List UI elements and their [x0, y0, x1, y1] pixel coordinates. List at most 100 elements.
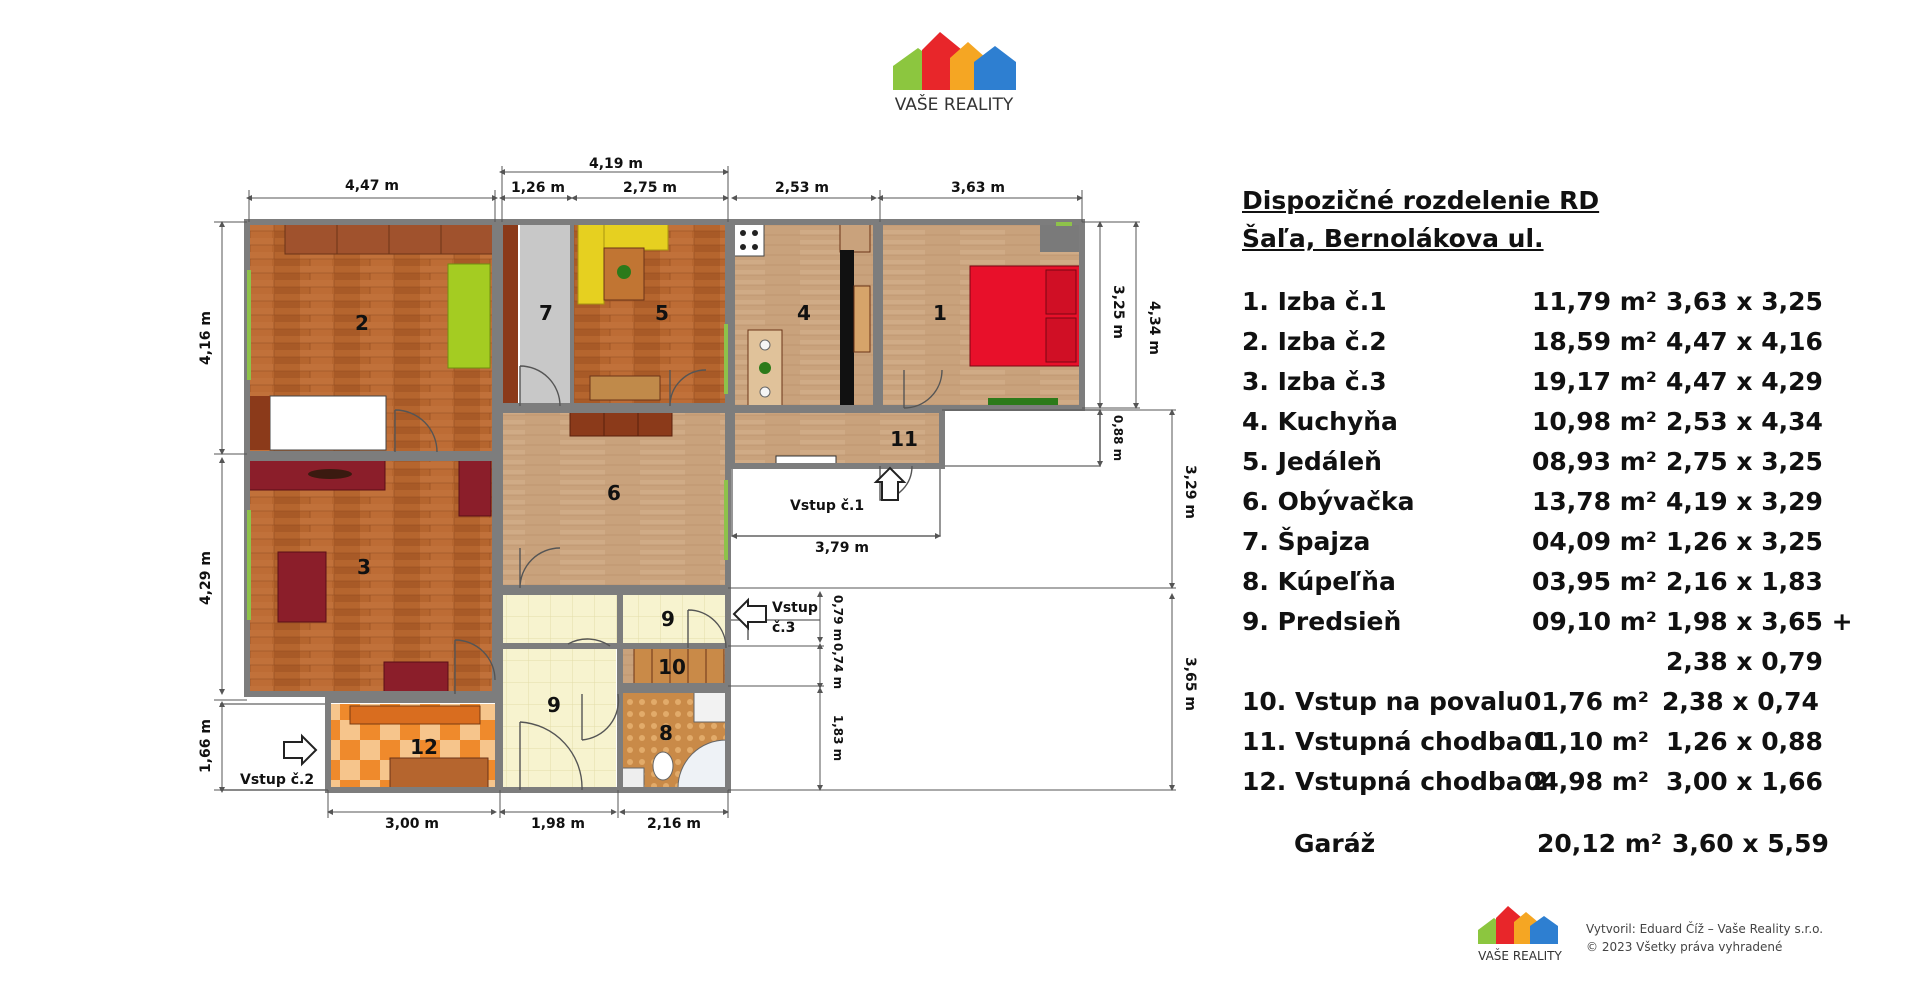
side-table-5	[589, 375, 661, 401]
dim-right-434: 4,34 m	[1146, 301, 1162, 355]
dim-right-365: 3,65 m	[1182, 657, 1198, 711]
room-label-2: 2	[355, 311, 369, 335]
kitchen-counter	[840, 250, 854, 406]
desk-3	[277, 551, 327, 623]
legend-row-label: 8. Kúpeľňa	[1242, 567, 1396, 596]
dim-top-126: 1,26 m	[511, 180, 565, 196]
room-label-4: 4	[797, 301, 811, 325]
legend-row-area: 01,76 m²	[1524, 687, 1649, 716]
dim-top-275: 2,75 m	[623, 180, 677, 196]
dim-right-329: 3,29 m	[1182, 465, 1198, 519]
legend-row-area: 08,93 m²	[1532, 447, 1657, 476]
legend-row-dims: 3,63 x 3,25	[1666, 287, 1823, 316]
legend-row-label: 1. Izba č.1	[1242, 287, 1387, 316]
room-6-floor	[500, 410, 728, 588]
legend-row-label: 4. Kuchyňa	[1242, 407, 1398, 436]
bench-12	[349, 705, 481, 725]
legend-row-dims: 1,26 x 0,88	[1666, 727, 1823, 756]
tv-unit-6	[569, 409, 673, 437]
legend-row-label: 11. Vstupná chodba 1	[1242, 727, 1549, 756]
entry-2-arrow	[283, 733, 318, 767]
dim-top-447: 4,47 m	[345, 178, 399, 194]
entry-3-arrow	[732, 597, 767, 631]
dim-right-325: 3,25 m	[1110, 285, 1126, 339]
legend-row-label: 12. Vstupná chodba 2	[1242, 767, 1549, 796]
room-label-1: 1	[933, 301, 947, 325]
legend-row-area: 04,98 m²	[1524, 767, 1649, 796]
doors	[394, 365, 943, 791]
legend-row-area: 18,59 m²	[1532, 327, 1657, 356]
legend-row-label: 6. Obývačka	[1242, 487, 1415, 516]
brand-logo-small: VAŠE REALITY	[1478, 906, 1563, 963]
nightstand-1	[1040, 224, 1080, 252]
room-9b-floor	[500, 592, 728, 646]
rack-12	[389, 757, 489, 789]
legend-row-area: 01,10 m²	[1524, 727, 1649, 756]
legend-row-area: 19,17 m²	[1532, 367, 1657, 396]
legend-row-label: 3. Izba č.3	[1242, 367, 1387, 396]
legend-row-label: 2. Izba č.2	[1242, 327, 1387, 356]
room-label-9b: 9	[661, 607, 675, 631]
brand-logo-text: VAŠE REALITY	[895, 93, 1014, 115]
brand-logo-small-text: VAŠE REALITY	[1478, 948, 1562, 963]
legend-row-label: Garáž	[1294, 829, 1376, 858]
legend-row-area: 11,79 m²	[1532, 287, 1657, 316]
entry-2-label: Vstup č.2	[240, 772, 314, 788]
legend-row-area: 04,09 m²	[1532, 527, 1657, 556]
dim-top-253: 2,53 m	[775, 180, 829, 196]
legend-row-dims: 1,26 x 3,25	[1666, 527, 1823, 556]
legend-row-dims: 1,98 x 3,65 +	[1666, 607, 1853, 636]
entry-1-label: Vstup č.1	[790, 498, 864, 514]
room-label-9: 9	[547, 693, 561, 717]
legend-row-dims: 2,38 x 0,74	[1662, 687, 1819, 716]
dim-left-416: 4,16 m	[198, 311, 214, 365]
nightstand-2	[248, 396, 270, 450]
room-label-10: 10	[658, 655, 686, 679]
credit-text: Vytvoril: Eduard Číž – Vaše Reality s.r.…	[1586, 920, 1823, 956]
legend-row-dims: 3,00 x 1,66	[1666, 767, 1823, 796]
legend-row-dims: 2,38 x 0,79	[1666, 647, 1823, 676]
legend-title-line1: Dispozičné rozdelenie RD	[1242, 186, 1600, 215]
furniture	[248, 222, 1081, 789]
legend-row-dims: 2,16 x 1,83	[1666, 567, 1823, 596]
room-11-floor	[732, 410, 942, 466]
legend-row-dims: 4,19 x 3,29	[1666, 487, 1823, 516]
sink	[693, 691, 727, 723]
dim-bottom-300: 3,00 m	[385, 816, 439, 832]
legend-row-area: 20,12 m²	[1537, 829, 1662, 858]
dim-bottom-216: 2,16 m	[647, 816, 701, 832]
room-label-12: 12	[410, 735, 438, 759]
dim-right-088: 0,88 m	[1111, 415, 1125, 461]
windows	[247, 222, 1072, 620]
brand-logo: VAŠE REALITY	[893, 32, 1016, 115]
toilet	[652, 751, 674, 781]
legend-row-dims: 2,53 x 4,34	[1666, 407, 1823, 436]
room-label-7: 7	[539, 301, 553, 325]
legend-row-label: 7. Špajza	[1242, 527, 1371, 556]
legend-row-label: 10. Vstup na povalu	[1242, 687, 1524, 716]
dimension-lines	[214, 166, 1176, 818]
room-label-11: 11	[890, 427, 918, 451]
sofa-2	[447, 263, 491, 369]
room-legend: Dispozičné rozdelenie RD Šaľa, Bernoláko…	[1242, 182, 1862, 858]
dim-mid-074: 0,74 m	[831, 643, 845, 689]
entry-3-label-b: č.3	[772, 620, 795, 636]
legend-title-line2: Šaľa, Bernolákova ul.	[1242, 224, 1544, 253]
legend-row-dims: 4,47 x 4,16	[1666, 327, 1823, 356]
plants-1	[988, 398, 1058, 408]
legend-row-label: 9. Predsieň	[1242, 607, 1402, 636]
cabinet-3	[458, 459, 492, 517]
dim-mid-079: 0,79 m	[831, 595, 845, 641]
dim-top-419: 4,19 m	[589, 156, 643, 172]
legend-row-area: 03,95 m²	[1532, 567, 1657, 596]
legend-row-dims: 4,47 x 4,29	[1666, 367, 1823, 396]
legend-row-area: 13,78 m²	[1532, 487, 1657, 516]
entry-3-label-a: Vstup	[772, 600, 818, 616]
bed-2	[269, 395, 387, 451]
room-label-5: 5	[655, 301, 669, 325]
room-label-6: 6	[607, 481, 621, 505]
dim-left-166: 1,66 m	[198, 719, 214, 773]
legend-row-label: 5. Jedáleň	[1242, 447, 1382, 476]
entrance-arrows	[283, 466, 907, 767]
